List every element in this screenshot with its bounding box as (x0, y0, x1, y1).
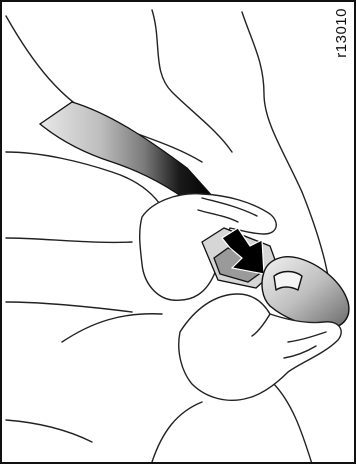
leg-lower-outline (152, 402, 202, 462)
thigh-outline-2 (62, 314, 162, 342)
collar-outline (242, 12, 302, 192)
thigh-outline (6, 302, 132, 312)
seat-edge-outline (6, 420, 92, 442)
buckle-release-button (274, 272, 302, 291)
shoulder-outline-2 (152, 10, 232, 152)
lap-outline (6, 238, 132, 242)
leg-right-outline (272, 382, 312, 464)
figure-code-label: r13010 (332, 8, 352, 58)
